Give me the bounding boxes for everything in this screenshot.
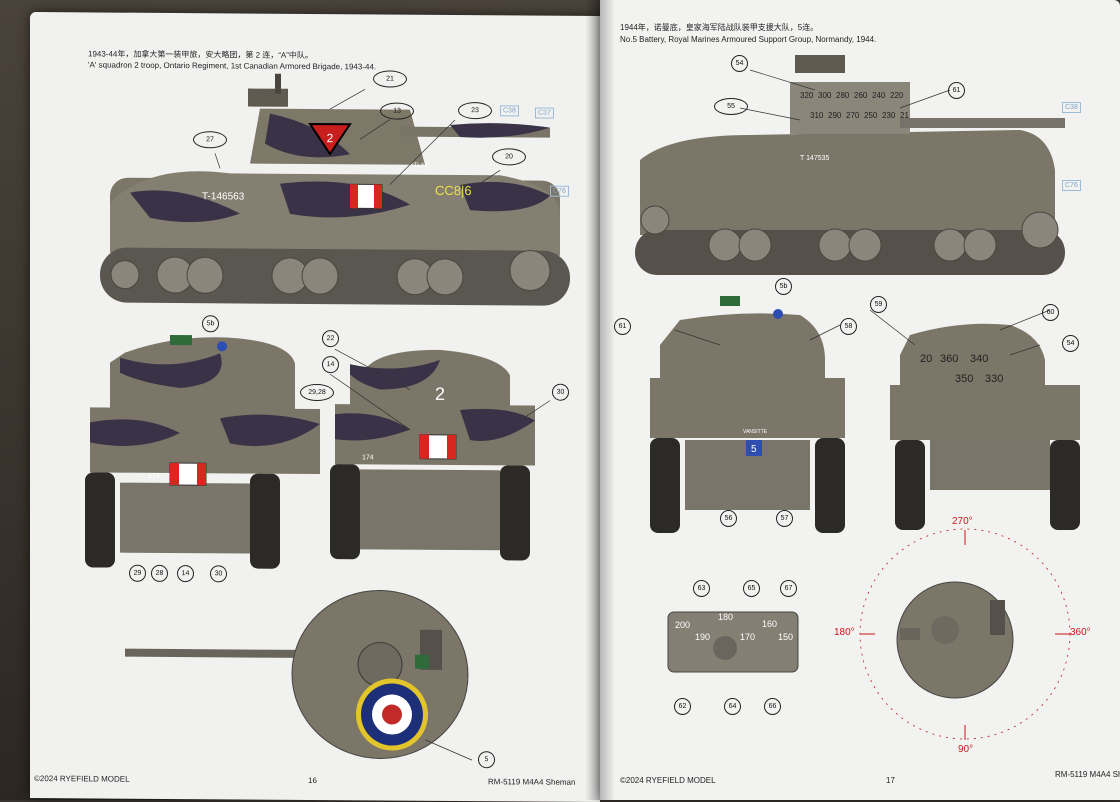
right-caption-cn: 1944年，诺曼底，皇家海军陆战队装甲支援大队，5连。 — [620, 23, 819, 32]
callout-29: 29 — [129, 564, 146, 582]
callout-66: 66 — [764, 698, 781, 715]
compass-label-180: 180° — [834, 627, 855, 638]
left-rear-turret-number: 2 — [435, 384, 445, 404]
callout-61-front: 61 — [614, 318, 631, 335]
compass-label-270: 270° — [952, 516, 973, 527]
callout-13: 13 — [380, 102, 414, 120]
callout-22: 22 — [322, 330, 339, 348]
callout-65: 65 — [743, 580, 760, 597]
callout-59: 59 — [870, 296, 887, 313]
plate-scale-bottom-0: 190 — [695, 632, 710, 642]
callout-5: 5 — [478, 751, 495, 769]
callout-23: 23 — [458, 101, 492, 120]
callout-14: 14 — [177, 565, 194, 583]
turret-scale-bottom-3: 250 — [864, 111, 878, 120]
callout-55: 55 — [714, 98, 748, 115]
callout-5b-right: 5b — [775, 278, 792, 295]
turret-scale-top-2: 280 — [836, 91, 850, 100]
right-decal-tag-c38: C38 — [1062, 102, 1081, 113]
callout-54: 54 — [731, 55, 748, 72]
left-leader-lines — [214, 89, 551, 430]
turret-scale-top-3: 260 — [854, 91, 868, 100]
left-page-drawings: 2 T-146563 ATLAS CC8|6 — [85, 73, 570, 761]
callout-60: 60 — [1042, 304, 1059, 321]
turret-scale-bottom-0: 310 — [810, 111, 824, 120]
rear-scale-0: 360 — [940, 353, 958, 365]
decal-tag-c76: C76 — [550, 185, 569, 197]
right-rear-name: VANSITTE — [743, 429, 768, 435]
right-hull-serial: T 147535 — [800, 155, 830, 162]
callout-61-side: 61 — [948, 82, 965, 99]
left-front-tactical-number: 174 — [148, 473, 160, 480]
right-tank-side-view: T 147535 320 300 280 260 240 220 310 290… — [635, 55, 1065, 275]
callout-5b: 5b — [202, 315, 219, 333]
turret-scale-bottom-2: 270 — [846, 111, 860, 120]
right-footer-page-number: 17 — [886, 776, 895, 785]
left-tank-rear-view: 2 174 — [330, 349, 535, 561]
callout-58: 58 — [840, 318, 857, 335]
compass-label-90: 90° — [958, 744, 974, 755]
plate-scale-bottom-1: 170 — [740, 632, 755, 642]
left-page: 1943-44年，加拿大第一装甲旅，安大略团，第 2 连，“A”中队。 'A' … — [30, 12, 600, 802]
callout-62: 62 — [674, 698, 691, 715]
rear-scale-1: 340 — [970, 353, 988, 365]
left-turret-number: 2 — [327, 131, 334, 145]
right-footer-copyright: ©2024 RYEFIELD MODEL — [620, 776, 716, 785]
right-scale-plate: 200 180 160 190 170 150 — [667, 611, 799, 673]
plate-scale-top-0: 200 — [675, 620, 690, 630]
callout-21: 21 — [373, 70, 407, 88]
callout-56: 56 — [720, 510, 737, 527]
right-leader-lines — [674, 69, 1051, 356]
callout-28: 28 — [151, 564, 168, 582]
book-gutter — [585, 0, 615, 800]
left-rear-tactical-number: 174 — [362, 454, 374, 461]
right-compass-turret — [859, 528, 1071, 740]
callout-64: 64 — [724, 698, 741, 715]
rear-scale-4: 20 — [920, 353, 932, 365]
decal-tag-c37: C37 — [535, 107, 554, 119]
left-footer-page-number: 16 — [308, 775, 317, 786]
rear-scale-2: 350 — [955, 373, 973, 385]
right-caption-en: No.5 Battery, Royal Marines Armoured Sup… — [620, 35, 877, 44]
callout-30-rear: 30 — [552, 383, 569, 401]
rear-scale-3: 330 — [985, 373, 1003, 385]
turret-scale-bottom-1: 290 — [828, 111, 842, 120]
plate-scale-top-1: 180 — [718, 612, 733, 622]
left-tank-side-view: 2 T-146563 ATLAS CC8|6 — [100, 73, 570, 306]
callout-54-rear: 54 — [1062, 335, 1079, 352]
right-page-drawings: T 147535 320 300 280 260 240 220 310 290… — [635, 55, 1080, 740]
left-tank-front-view: 174 — [85, 334, 320, 569]
left-turret-top-view — [125, 589, 473, 761]
callout-27: 27 — [193, 131, 227, 149]
callout-63: 63 — [693, 580, 710, 597]
plate-scale-bottom-2: 150 — [778, 632, 793, 642]
turret-scale-top-1: 300 — [818, 91, 832, 100]
callout-14-rear: 14 — [322, 356, 339, 374]
callout-20: 20 — [492, 148, 526, 166]
right-page: 1944年，诺曼底，皇家海军陆战队装甲支援大队，5连。 No.5 Battery… — [600, 0, 1120, 800]
plate-scale-top-2: 160 — [762, 619, 777, 629]
left-footer-copyright: ©2024 RYEFIELD MODEL — [34, 774, 130, 784]
callout-67: 67 — [780, 580, 797, 597]
turret-scale-bottom-4: 230 — [882, 111, 896, 120]
left-hull-serial: T-146563 — [202, 191, 245, 202]
right-tank-front-view: 5 VANSITTE — [650, 296, 845, 533]
callout-29-28-rear: 29,28 — [300, 383, 334, 402]
turret-scale-top-5: 220 — [890, 91, 904, 100]
left-hull-code: CC8|6 — [435, 183, 472, 198]
callout-30: 30 — [210, 565, 227, 583]
callout-57: 57 — [776, 510, 793, 527]
decal-tag-c38: C38 — [500, 105, 519, 117]
left-footer-product: RM-5119 M4A4 Sheman — [488, 777, 576, 787]
left-vehicle-name: ATLAS — [410, 163, 429, 169]
turret-scale-bottom-5: 21 — [900, 111, 909, 120]
turret-scale-top-0: 320 — [800, 91, 814, 100]
compass-label-360: 360° — [1070, 627, 1091, 638]
right-tank-rear-view: 360 340 350 330 20 — [890, 323, 1080, 530]
right-footer-product: RM-5119 M4A4 Sh — [1055, 770, 1120, 779]
right-decal-tag-c76: C76 — [1062, 180, 1081, 191]
turret-scale-top-4: 240 — [872, 91, 886, 100]
right-rear-number: 5 — [751, 444, 757, 455]
